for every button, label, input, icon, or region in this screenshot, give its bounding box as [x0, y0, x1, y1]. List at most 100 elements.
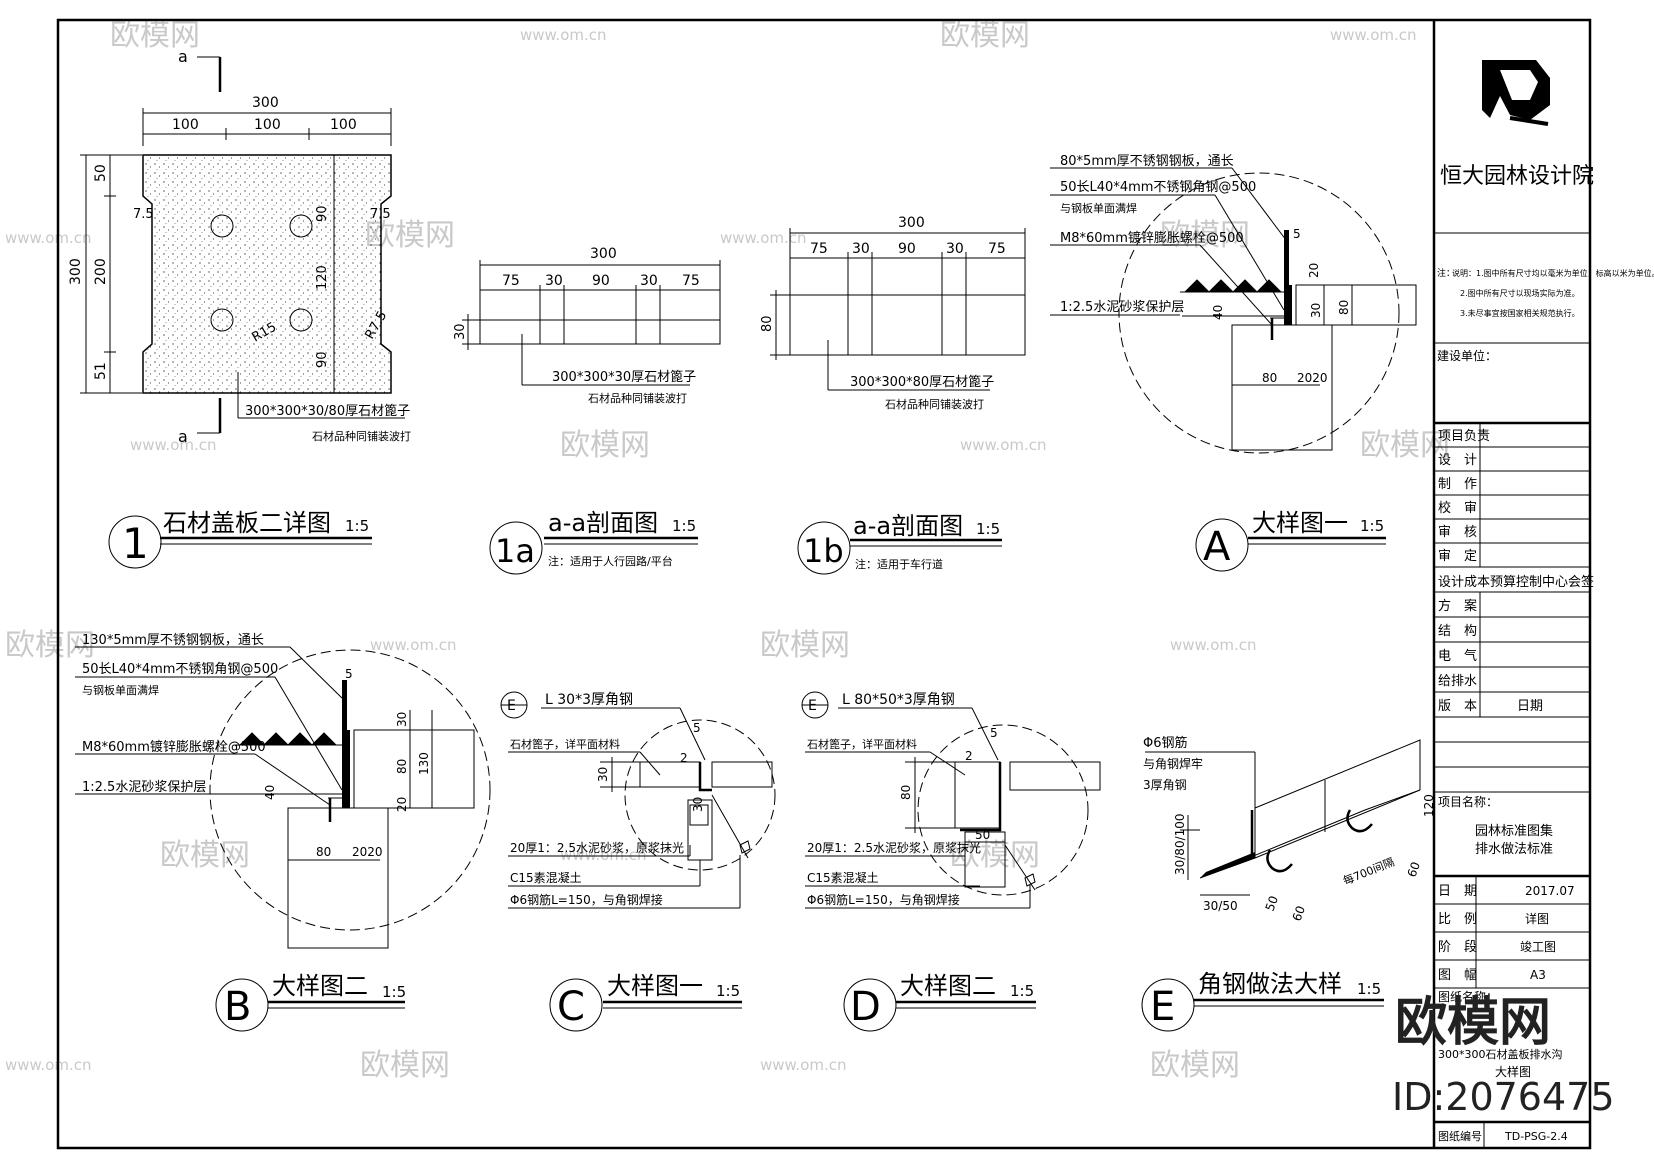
project-name-2: 排水做法标准: [1475, 842, 1553, 857]
title-detail-D: D 大样图二 1:5: [843, 972, 1036, 1032]
dim: 5: [693, 721, 701, 735]
note: M8*60mm镀锌膨胀螺栓@500: [1060, 230, 1244, 246]
dim: 2020: [1297, 371, 1328, 385]
wm-brand: 欧模网: [1360, 428, 1450, 463]
note: 20厚1：2.5水泥砂浆，原浆抹光: [807, 840, 981, 855]
note: M8*60mm镀锌膨胀螺栓@500: [82, 739, 266, 755]
detail-num: A: [1203, 524, 1231, 570]
detail-1-plan: a a 300 100 100 100 300 50 200 51 7.5 7.…: [68, 47, 411, 446]
section-marker-a-bottom: a: [178, 427, 188, 446]
staff-role: 审 定: [1438, 549, 1477, 564]
dim: 20: [395, 797, 409, 812]
note: 石材篦子，详平面材料: [807, 737, 917, 751]
wm-brand: 欧模网: [110, 18, 200, 53]
company-logo: [1482, 60, 1550, 126]
note: 与钢板单面满焊: [1060, 201, 1137, 215]
info-label: 图 幅: [1438, 968, 1477, 983]
detail-B: 130*5mm厚不锈钢钢板，通长 50长L40*4mm不锈钢角钢@500 与钢板…: [75, 633, 491, 949]
dim: 每700间隔: [1341, 855, 1396, 888]
title-detail-1a: 1a a-a剖面图 1:5 注：适用于人行园路/平台: [489, 509, 698, 575]
dim-notch-left: 7.5: [133, 207, 154, 222]
drawing-number: TD-PSG-2.4: [1504, 1130, 1568, 1143]
note-cover-size: 300*300*80厚石材篦子: [850, 375, 994, 390]
note-cover-material: 石材品种同铺装波打: [885, 397, 984, 411]
detail-scale: 1:5: [672, 517, 696, 535]
detail-1a-section: 300 75 30 90 30 75 30 300*300*30厚石材篦子 石材…: [453, 246, 721, 405]
sign-role: 方 案: [1438, 598, 1477, 614]
info-value: 详图: [1525, 911, 1549, 926]
drain-hole: [289, 308, 313, 332]
dim-30: 30: [852, 241, 870, 257]
drain-hole: [210, 308, 234, 332]
detail-title: a-a剖面图: [853, 512, 963, 540]
drawing-name-1: 300*300石材盖板排水沟: [1438, 1047, 1563, 1061]
dim: 40: [1211, 305, 1225, 320]
date-label: 日期: [1517, 699, 1543, 714]
info-label: 阶 段: [1438, 940, 1477, 955]
drain-hole: [210, 214, 234, 238]
title-detail-1b: 1b a-a剖面图 1:5 注：适用于车行道: [797, 512, 1002, 575]
detail-scale: 1:5: [716, 982, 740, 1000]
dim-30: 30: [545, 273, 563, 289]
wm-site: www.om.cn: [5, 1056, 92, 1074]
wm-brand: 欧模网: [940, 18, 1030, 53]
detail-title: 角钢做法大样: [1198, 970, 1342, 998]
note-line: 3.未尽事宜按国家相关规范执行。: [1460, 308, 1580, 318]
wm-site: www.om.cn: [1170, 636, 1257, 654]
dim: 40: [263, 785, 277, 800]
sheet-border: [56, 18, 1592, 1150]
wm-site: www.om.cn: [130, 436, 217, 454]
angle-label: L 80*50*3厚角钢: [842, 692, 955, 708]
dim: 2: [680, 751, 688, 765]
sign-role: 电 气: [1438, 648, 1477, 664]
title-detail-A: A 大样图一 1:5: [1195, 509, 1386, 572]
wm-site: www.om.cn: [720, 229, 807, 247]
title-detail-1: 1 石材盖板二详图 1:5: [108, 509, 372, 569]
dim-75: 75: [988, 241, 1006, 257]
dim: 80: [316, 845, 331, 859]
dim: 5: [1293, 227, 1301, 241]
wm-site: www.om.cn: [960, 436, 1047, 454]
dim: 60: [1405, 860, 1423, 879]
dim-notch-right: 7.5: [370, 207, 391, 222]
note: C15素混凝土: [510, 870, 582, 885]
detail-scale: 1:5: [1357, 980, 1381, 998]
wm-site: www.om.cn: [1330, 26, 1417, 44]
detail-title: 石材盖板二详图: [163, 509, 331, 537]
detail-subnote: 注：适用于人行园路/平台: [548, 554, 673, 568]
wm-site: www.om.cn: [560, 846, 647, 864]
title-detail-C: C 大样图一 1:5: [549, 972, 742, 1032]
staff-role: 审 核: [1438, 525, 1477, 540]
dim: 80: [899, 785, 913, 800]
detail-num: D: [850, 984, 881, 1030]
dim-75: 75: [502, 273, 520, 289]
detail-title: 大样图一: [607, 972, 703, 1000]
title-detail-E: E 角钢做法大样 1:5: [1141, 970, 1384, 1032]
detail-num: E: [1150, 984, 1175, 1030]
dim: 30/80/100: [1173, 813, 1187, 875]
info-value: 竣工图: [1520, 939, 1556, 954]
wm-site: www.om.cn: [5, 229, 92, 247]
dim: 30: [596, 767, 610, 782]
info-value: A3: [1530, 968, 1546, 982]
dim-height: 30: [453, 323, 468, 340]
wm-brand: 欧模网: [160, 838, 250, 873]
wm-brand: 欧模网: [5, 628, 95, 663]
dim: 30: [691, 797, 705, 812]
detail-title: 大样图二: [900, 972, 996, 1000]
detail-subnote: 注：适用于车行道: [855, 557, 943, 571]
detail-scale: 1:5: [382, 983, 406, 1001]
watermark-layer: 欧模网 www.om.cn 欧模网 www.om.cn 欧模网 www.om.c…: [5, 18, 1450, 1083]
build-unit-label: 建设单位：: [1437, 348, 1497, 363]
brand-watermark-id: ID:2076475: [1392, 1075, 1615, 1119]
detail-1b-section: 300 75 30 90 30 75 80 300*300*80厚石材篦子 石材…: [760, 215, 1026, 411]
info-label: 比 例: [1438, 912, 1477, 927]
notes-label: 注：: [1437, 267, 1455, 279]
note: Φ6钢筋L=150，与角钢焊接: [510, 892, 663, 907]
dim: 80: [1262, 371, 1277, 385]
dim-seg3: 100: [330, 117, 357, 133]
dim: 2020: [352, 845, 383, 859]
dim: 50: [975, 828, 990, 842]
wm-site: www.om.cn: [370, 636, 457, 654]
